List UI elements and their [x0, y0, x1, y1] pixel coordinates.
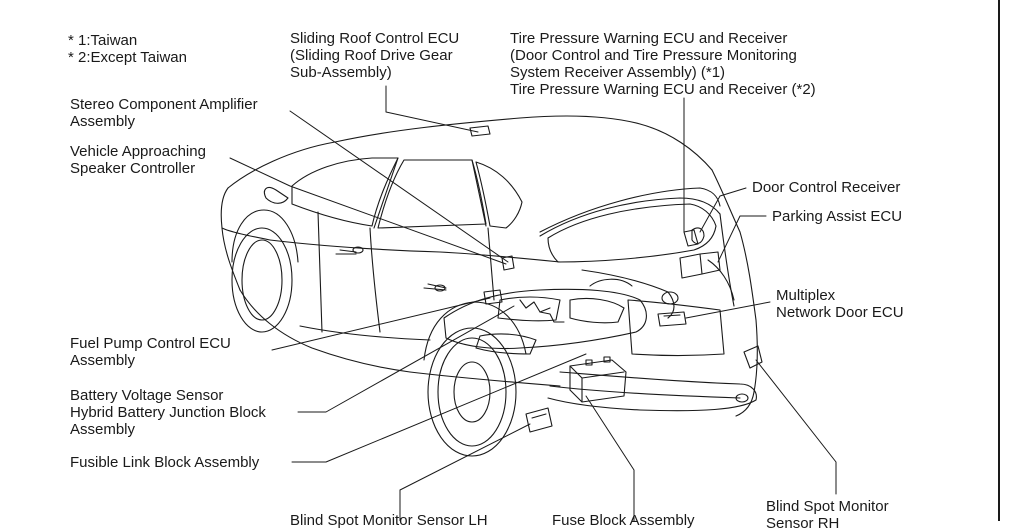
label-multiplex-network-door-ecu: Multiplex Network Door ECU	[776, 287, 904, 321]
component-stereo-amp	[502, 256, 514, 270]
front-wheel	[232, 210, 298, 332]
component-sliding-roof	[470, 126, 490, 136]
footnote-taiwan: * 1:Taiwan	[68, 32, 138, 49]
label-tire-pressure-warning-ecu: Tire Pressure Warning ECU and Receiver (…	[510, 30, 816, 98]
footnote-list: * 1:Taiwan * 2:Except Taiwan	[68, 32, 187, 66]
component-blind-spot-rh	[744, 346, 762, 368]
label-stereo-component-amplifier: Stereo Component Amplifier Assembly	[70, 96, 258, 130]
label-battery-voltage-sensor: Battery Voltage Sensor Hybrid Battery Ju…	[70, 387, 266, 438]
footnote-except-taiwan: * 2:Except Taiwan	[68, 49, 187, 66]
label-parking-assist-ecu: Parking Assist ECU	[772, 208, 903, 225]
label-vehicle-approaching-speaker: Vehicle Approaching Speaker Controller	[70, 143, 206, 177]
label-blind-spot-monitor-rh: Blind Spot Monitor Sensor RH	[766, 498, 889, 532]
label-fusible-link-block: Fusible Link Block Assembly	[70, 454, 260, 471]
car-body-outline	[221, 116, 757, 416]
label-door-control-receiver: Door Control Receiver	[752, 179, 901, 196]
component-fuel-pump	[484, 290, 502, 304]
page-border-right	[998, 0, 1000, 521]
component-multiplex	[658, 312, 686, 326]
leader-lines	[230, 86, 836, 521]
hybrid-battery-assembly	[444, 279, 646, 354]
component-battery	[570, 357, 626, 402]
vehicle-illustration	[0, 0, 1009, 521]
component-door-receiver	[692, 228, 704, 243]
component-blind-spot-lh	[526, 408, 552, 432]
label-sliding-roof-control-ecu: Sliding Roof Control ECU (Sliding Roof D…	[290, 30, 460, 81]
label-fuel-pump-control-ecu: Fuel Pump Control ECU Assembly	[70, 335, 231, 369]
